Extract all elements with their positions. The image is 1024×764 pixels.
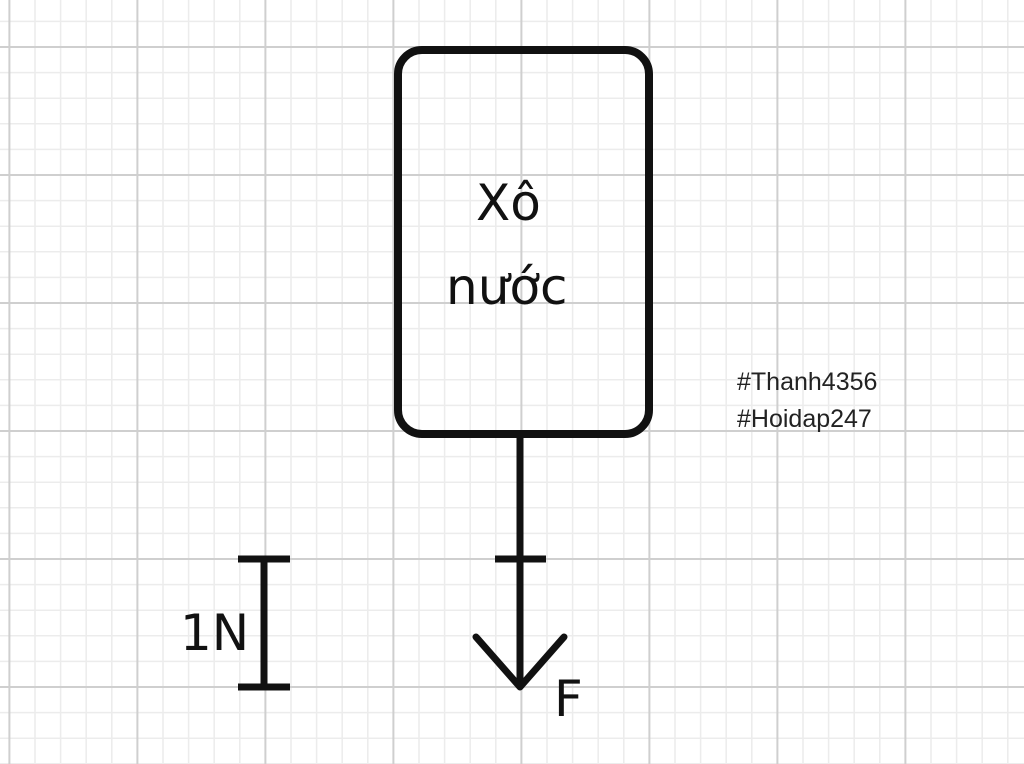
box-label-line2: nước: [446, 258, 568, 316]
water-bucket-box: [394, 46, 653, 438]
hashtag-site: #Hoidap247: [737, 405, 872, 433]
box-label-line1: Xô: [476, 174, 541, 232]
hashtag-author: #Thanh4356: [737, 368, 878, 396]
force-arrowhead: [472, 633, 568, 691]
force-label: F: [554, 670, 583, 728]
scale-label: 1N: [180, 604, 250, 662]
